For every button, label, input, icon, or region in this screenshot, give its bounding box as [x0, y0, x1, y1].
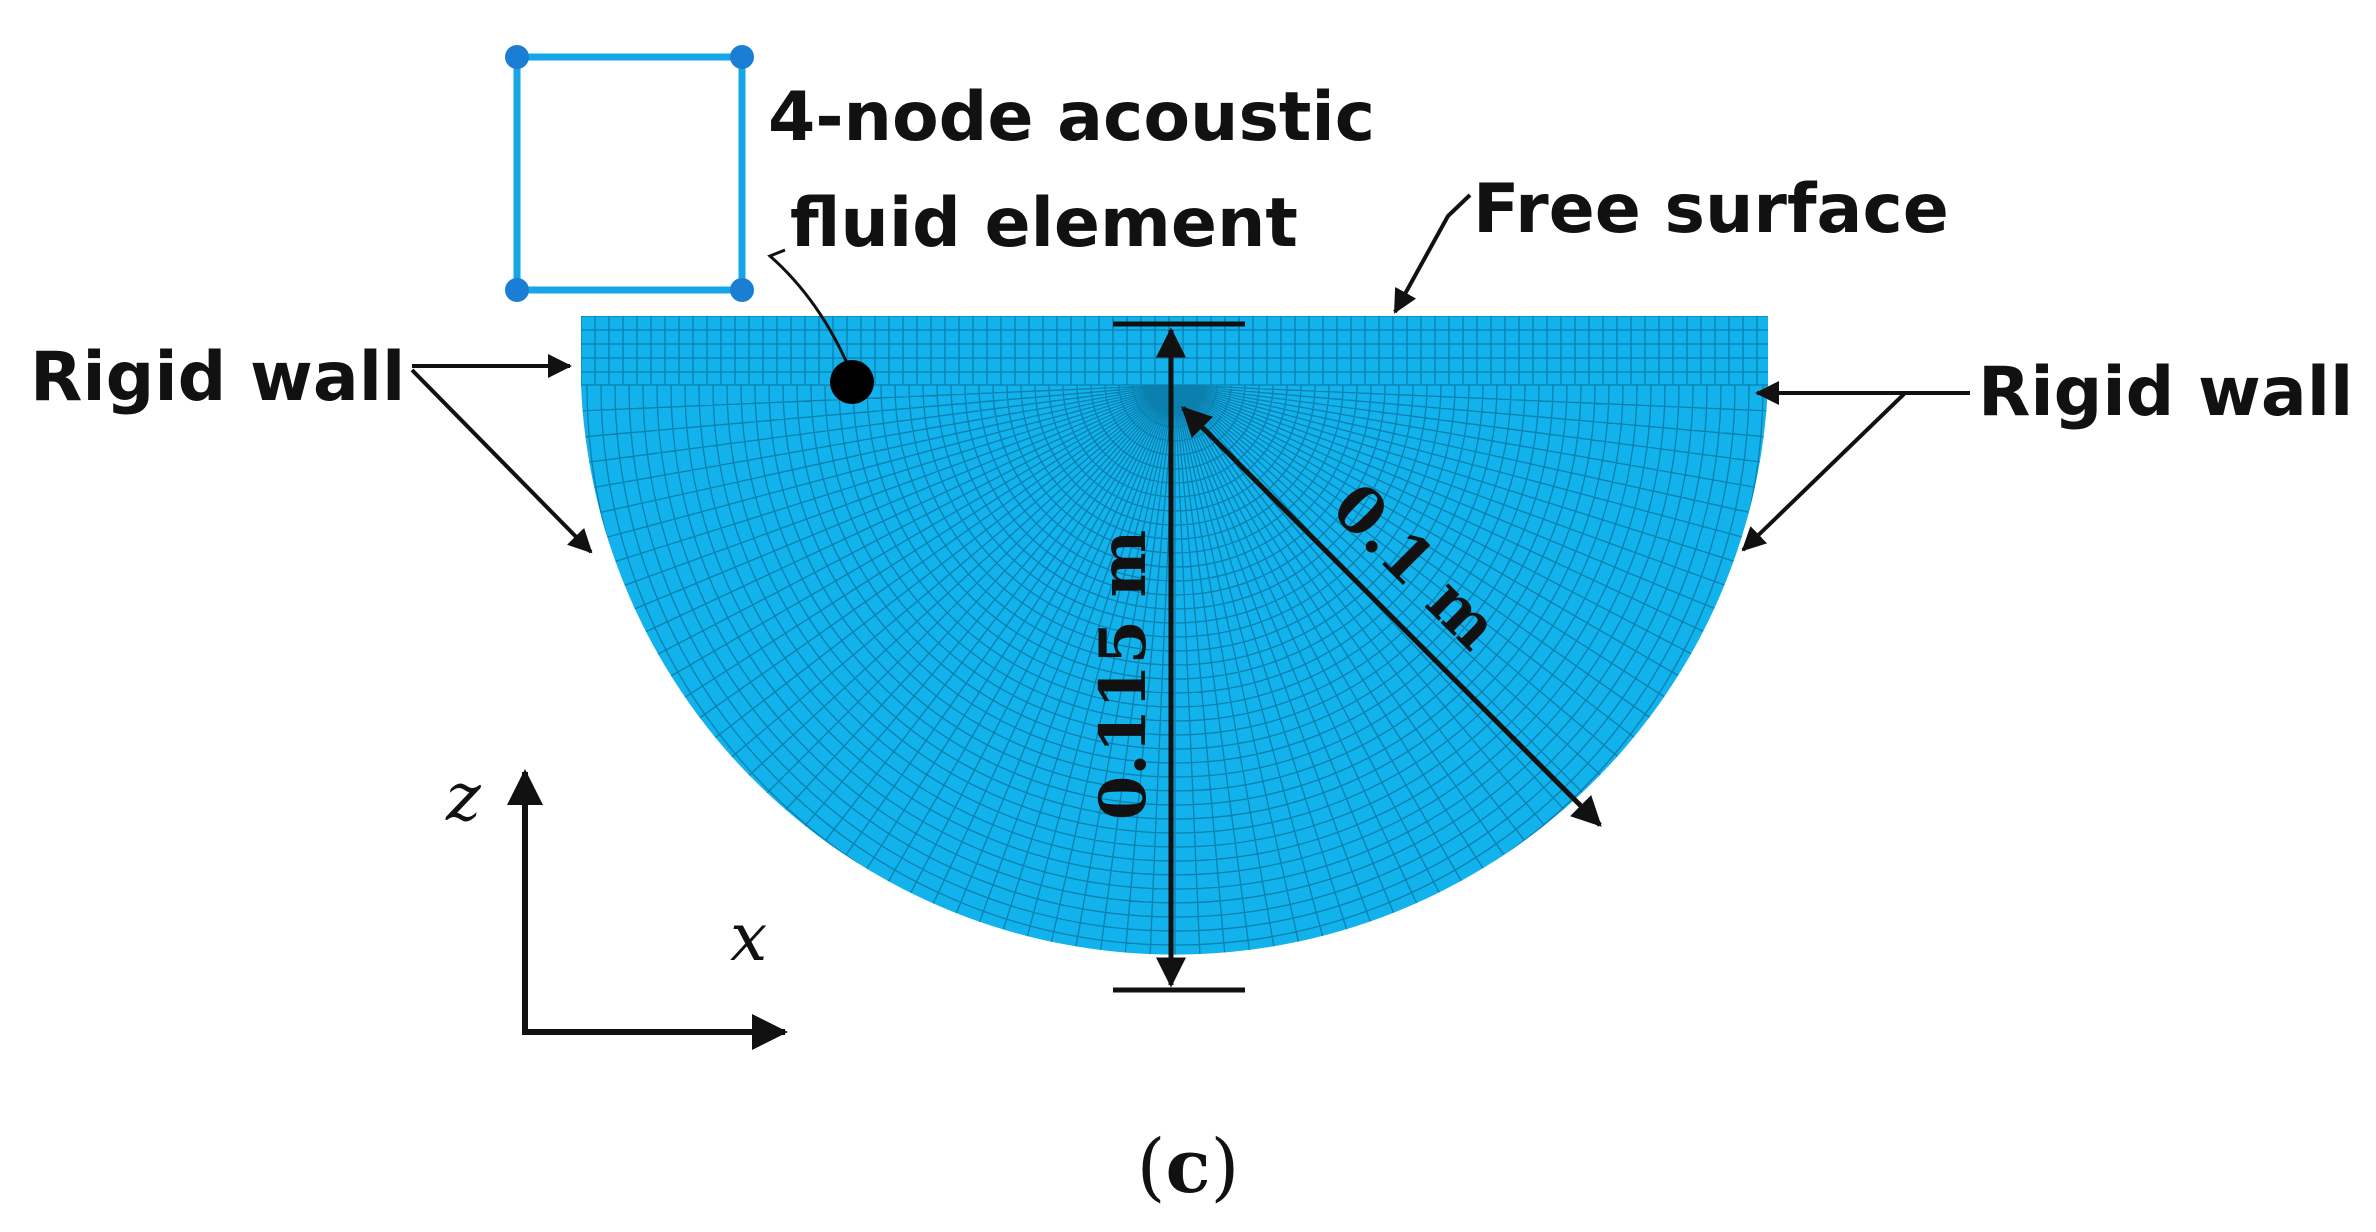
coordinate-axes: z x [445, 759, 788, 1050]
radius-dimension-line [1181, 406, 1602, 827]
caption-open-paren: ( [1137, 1124, 1166, 1210]
rigid-wall-left-label: Rigid wall [30, 338, 405, 417]
rigid-wall-right-arrow-lower [1741, 391, 1907, 552]
free-surface-label: Free surface [1473, 170, 1949, 249]
caption-close-paren: ) [1211, 1124, 1240, 1210]
rigid-wall-left-arrow-lower [410, 368, 593, 554]
element-node [730, 278, 754, 302]
element-marker-dot [830, 360, 874, 404]
element-node [505, 278, 529, 302]
element-outline [513, 53, 746, 294]
element-node [730, 45, 754, 69]
element-node [505, 45, 529, 69]
element-label-line-2: fluid element [790, 184, 1298, 263]
fluid-domain [581, 316, 1768, 955]
caption-letter: c [1165, 1124, 1210, 1210]
x-axis-label: x [730, 899, 767, 976]
free-surface-arrow [1393, 193, 1472, 314]
acoustic-element-symbol [505, 45, 754, 302]
depth-label: 0.115 m [1086, 530, 1161, 820]
figure-caption: (c) [1137, 1124, 1240, 1210]
element-leader-line [767, 248, 852, 371]
rigid-wall-right-label: Rigid wall [1978, 353, 2353, 432]
element-label-line-1: 4-node acoustic [768, 78, 1375, 157]
z-axis-label: z [445, 759, 482, 836]
